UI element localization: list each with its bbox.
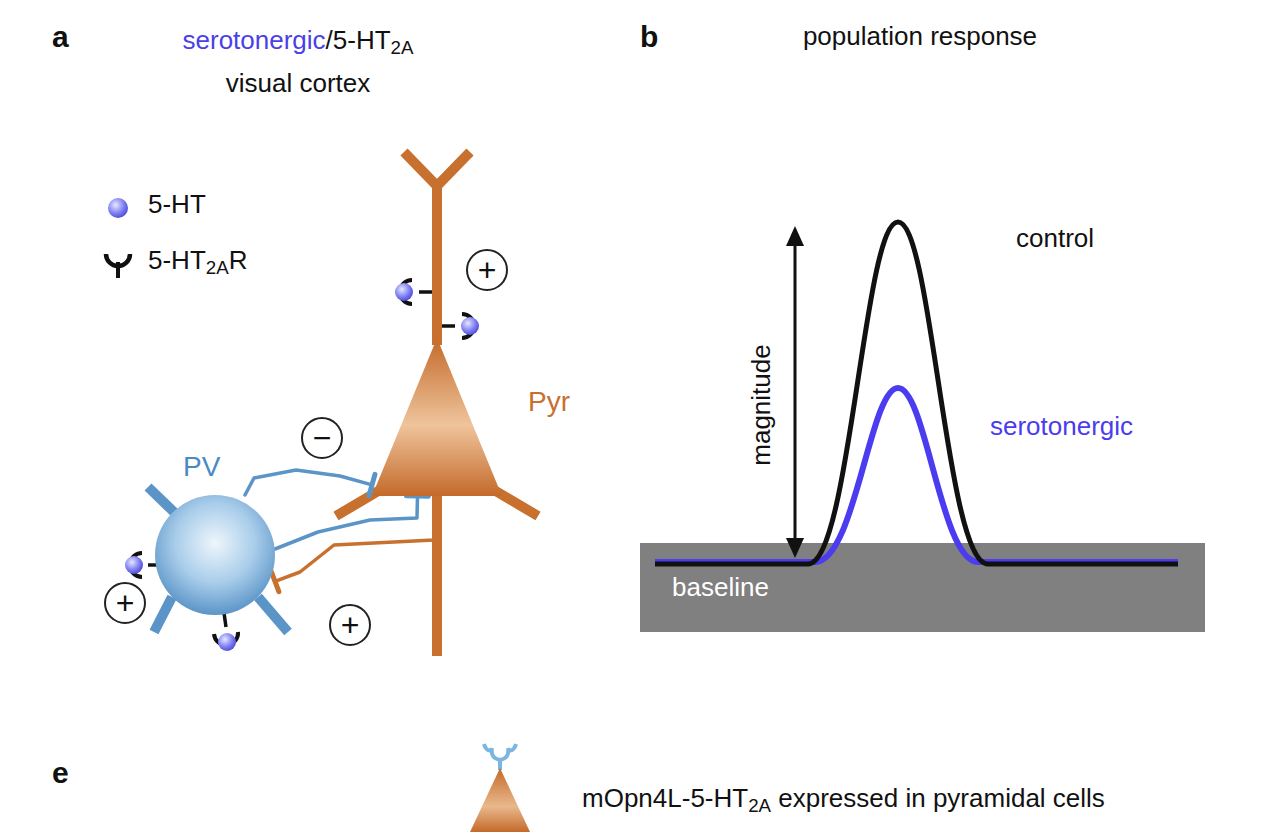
pyramidal-icon [470,744,530,832]
sign-callout: + [329,604,371,646]
receptor-5ht2a [395,280,479,338]
axon-line [245,470,372,495]
pyramidal-cell: Pyr [372,338,502,496]
node-label: PV [183,451,220,483]
panel-letter: b [640,20,658,55]
axis-label: magnitude [747,344,777,465]
pv-processes [148,487,288,632]
node-label: baseline [672,573,769,603]
baseline-band: baseline [640,543,1205,632]
sign-callout: − [301,417,343,459]
panel-title: visual cortex [226,69,371,99]
panel-title: population response [803,22,1037,52]
legend-receptor-sample [106,254,130,278]
magnitude-arrow [794,240,797,544]
pyr-soma [372,338,502,496]
panel-title: /5-HT2A [326,26,414,56]
node-label: Pyr [528,386,570,418]
panel-letter: a [52,20,69,55]
legend-text: 5-HT [148,190,206,220]
pyramidal-processes [336,152,538,656]
legend-5ht-sample [108,198,128,218]
arrow-head [786,226,804,246]
pv-interneuron: PV [155,495,275,615]
curve-label: control [1016,224,1094,254]
legend-text: 5-HT2AR [148,246,247,276]
serotonergic-curve [655,388,1178,562]
pyr-triangle [372,338,502,496]
synaptic-connection [271,496,434,592]
curve-label: serotonergic [990,412,1133,442]
panel-letter: e [52,756,69,791]
pv-circle [155,495,275,615]
arrow-head [786,538,804,558]
control-curve [655,222,1178,564]
sign-callout: + [466,249,508,291]
sign-callout: + [104,582,146,624]
pv-soma [155,495,275,615]
panel-title: serotonergic [183,26,326,56]
description: mOpn4L-5-HT2A expressed in pyramidal cel… [582,784,1105,814]
synapse-terminal [271,571,279,592]
synaptic-connection [245,470,375,496]
axon-line [275,496,434,581]
